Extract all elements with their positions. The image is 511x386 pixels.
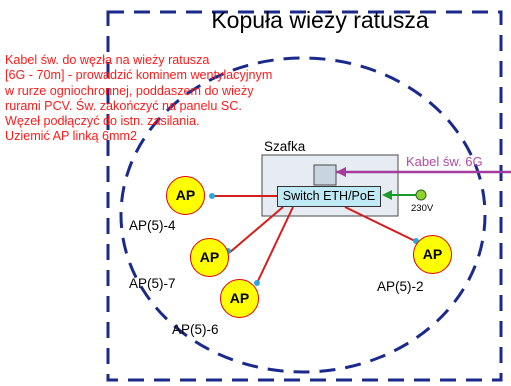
fiber-cable-arrowhead	[336, 167, 346, 177]
connector-dot-ap6	[254, 280, 260, 286]
link-ap2	[344, 206, 416, 242]
note-line: Węzeł podłączyć do istn. zasilania.	[5, 114, 200, 129]
switch-eth-poe: Switch ETH/PoE	[277, 186, 381, 207]
dome-outline	[119, 56, 487, 374]
power-source-dot	[415, 189, 427, 201]
power-label: 230V	[411, 203, 434, 214]
fiber-cable-label: Kabel św. 6G	[406, 154, 483, 169]
access-point-ap6: AP	[220, 279, 259, 318]
connector-dot-ap4	[209, 193, 215, 199]
access-point-ap4: AP	[166, 176, 205, 215]
note-line: [6G - 70m] - prowadzić kominem wentylacy…	[5, 68, 273, 83]
access-point-ap7: AP	[190, 238, 229, 277]
ap-label-ap7: AP(5)-7	[129, 276, 176, 291]
cabinet-label: Szafka	[264, 139, 306, 154]
ap-label-ap2: AP(5)-2	[377, 279, 424, 294]
link-ap6	[256, 206, 294, 284]
power-cable-arrowhead	[382, 190, 392, 200]
ap-label-ap4: AP(5)-4	[129, 218, 176, 233]
installation-note: Kabel św. do węzła na wieży ratusza [6G …	[5, 53, 365, 145]
note-line: Kabel św. do węzła na wieży ratusza	[5, 53, 210, 67]
dome-frame	[106, 10, 503, 382]
note-line: rurami PCV. Św. zakończyć na panelu SC.	[5, 98, 242, 113]
fiber-panel	[313, 164, 337, 186]
link-ap7	[228, 206, 284, 254]
diagram-title: Kopuła wieży ratusza	[211, 7, 429, 33]
note-line: Uziemić AP linką 6mm2	[5, 129, 138, 144]
ap-label-ap6: AP(5)-6	[172, 322, 219, 337]
access-point-ap2: AP	[413, 235, 452, 274]
note-line: w rurze ogniochronnej, poddaszem do wież…	[5, 83, 254, 98]
